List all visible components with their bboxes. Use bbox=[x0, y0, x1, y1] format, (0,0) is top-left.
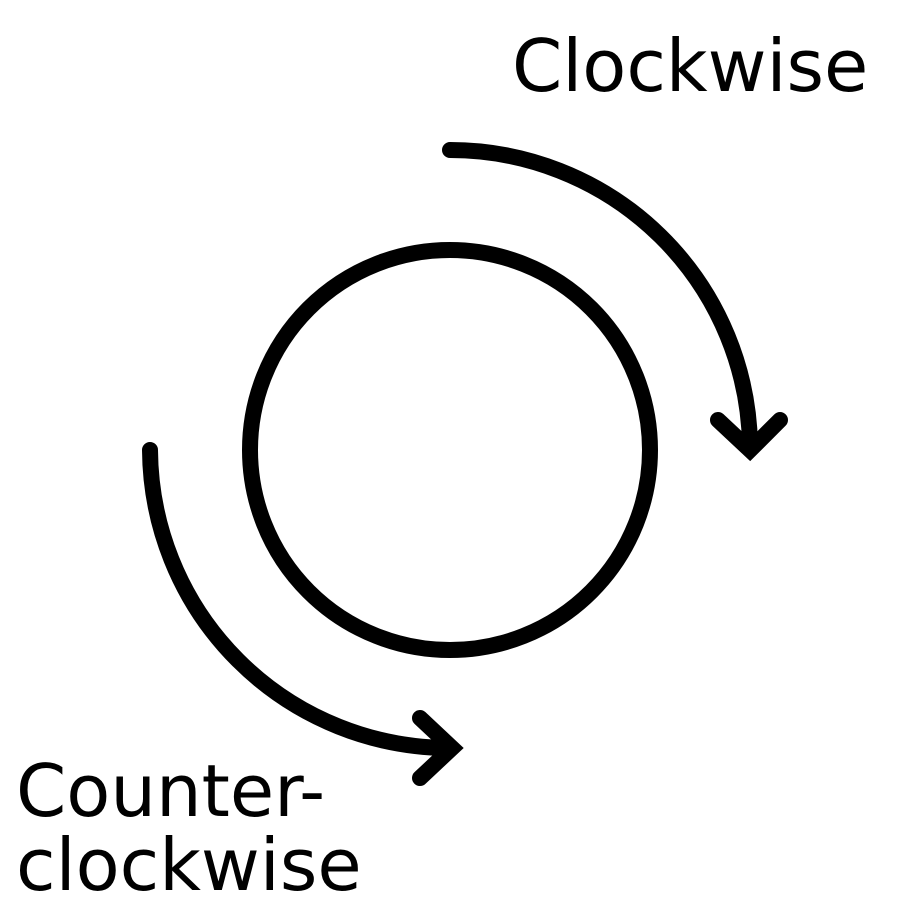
clockwise-arrow bbox=[442, 142, 758, 453]
counterclockwise-label-line2: clockwise bbox=[16, 823, 362, 900]
center-circle bbox=[242, 242, 658, 658]
clockwise-label: Clockwise bbox=[512, 24, 869, 108]
counterclockwise-arrowhead bbox=[412, 710, 464, 786]
clockwise-arrowhead bbox=[710, 412, 788, 462]
counterclockwise-arrow bbox=[142, 442, 456, 756]
counterclockwise-label: Counter- clockwise bbox=[16, 754, 362, 900]
counterclockwise-label-line1: Counter- bbox=[16, 749, 326, 833]
